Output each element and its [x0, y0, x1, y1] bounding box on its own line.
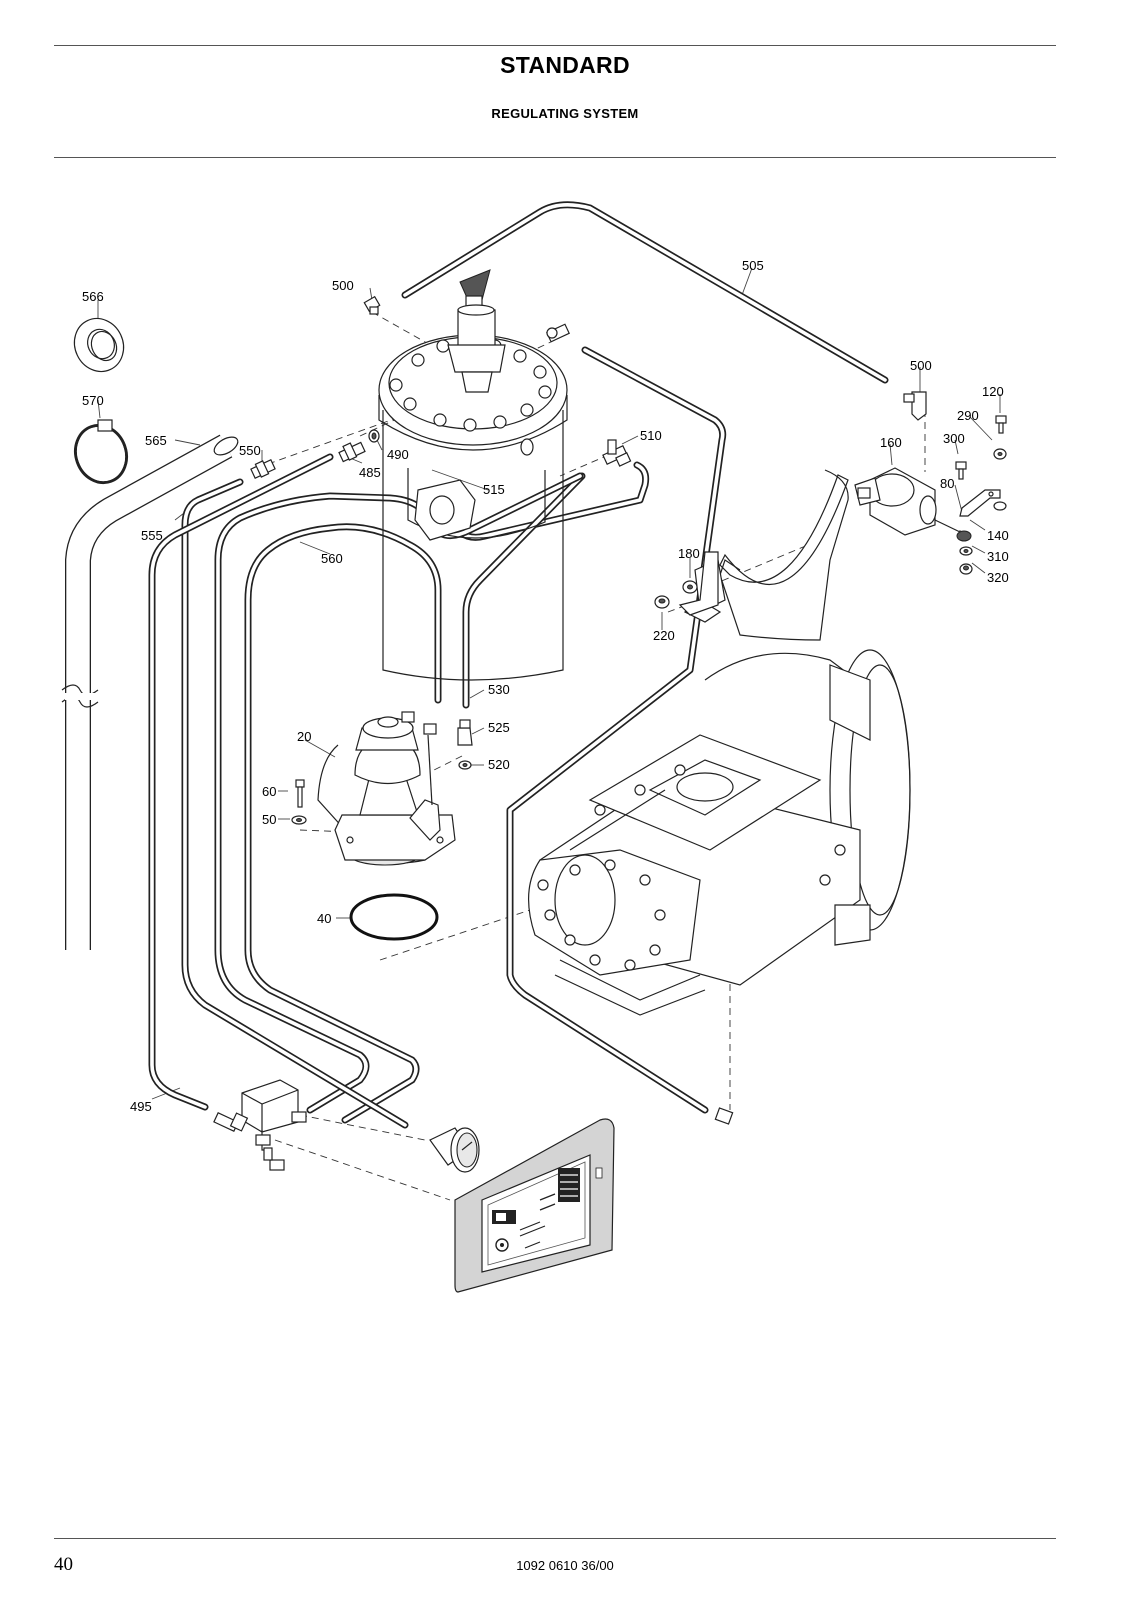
callout-300: 300: [943, 431, 965, 446]
callout-50: 50: [262, 812, 276, 827]
callout-310: 310: [987, 549, 1009, 564]
callout-320: 320: [987, 570, 1009, 585]
fitting-500-right: [903, 391, 927, 421]
pressure-gauge: [429, 1127, 480, 1173]
fittings-bottom: [255, 1134, 285, 1171]
valve-top: [447, 269, 506, 393]
washer-310: [959, 546, 973, 556]
page-title: STANDARD: [500, 52, 630, 78]
washer-50: [291, 815, 307, 825]
callout-120: 120: [982, 384, 1004, 399]
callout-550: 550: [239, 443, 261, 458]
control-panel: [454, 1118, 615, 1293]
callout-500-left: 500: [332, 278, 354, 293]
washer-490: [368, 429, 380, 443]
callout-560: 560: [321, 551, 343, 566]
nut-220: [654, 595, 670, 609]
callout-530: 530: [488, 682, 510, 697]
callout-510: 510: [640, 428, 662, 443]
regulator-160: [854, 467, 961, 536]
pressure-switch: [241, 1079, 307, 1151]
bracket-140: [959, 489, 1001, 517]
page-number: 40: [54, 1554, 73, 1575]
pipe-530: [462, 472, 586, 709]
hose-565: [61, 434, 239, 950]
fitting-495: [213, 1112, 249, 1132]
callout-495: 495: [130, 1099, 152, 1114]
fitting-elbow-top: [546, 323, 570, 343]
washer-290: [993, 448, 1007, 460]
nut-320: [959, 563, 973, 575]
callout-40: 40: [317, 911, 331, 926]
callout-525: 525: [488, 720, 510, 735]
washer-140: [993, 501, 1007, 511]
pipe-515: [506, 346, 727, 1114]
callout-220: 220: [653, 628, 675, 643]
callout-20: 20: [297, 729, 311, 744]
callout-505: 505: [742, 258, 764, 273]
fitting-485: [338, 441, 366, 463]
callout-160: 160: [880, 435, 902, 450]
callout-60: 60: [262, 784, 276, 799]
callout-labels: 566 570 565 555 550 500 505 500 120 290 …: [82, 258, 1009, 1114]
pipe-495: [148, 453, 334, 1111]
oring-40: [349, 893, 439, 941]
section-subtitle: REGULATING SYSTEM: [491, 106, 639, 121]
compressor-element: [527, 469, 911, 1016]
header-bottom-rule: [54, 157, 1056, 158]
screw-300: [955, 461, 967, 480]
callout-515: 515: [483, 482, 505, 497]
screw-120: [995, 415, 1007, 434]
callout-180: 180: [678, 546, 700, 561]
bracket-180: [678, 551, 719, 616]
callout-570: 570: [82, 393, 104, 408]
callout-490: 490: [387, 447, 409, 462]
unloader-valve-20: [317, 711, 456, 866]
tee-510: [602, 439, 632, 467]
callout-555: 555: [141, 528, 163, 543]
callout-565: 565: [145, 433, 167, 448]
callout-80: 80: [940, 476, 954, 491]
nut-80: [956, 530, 972, 542]
callout-140: 140: [987, 528, 1009, 543]
callout-485: 485: [359, 465, 381, 480]
callout-566: 566: [82, 289, 104, 304]
pipe-505: [401, 201, 889, 384]
ring-566: [73, 317, 125, 373]
fitting-550: [250, 459, 276, 479]
fitting-525: [457, 719, 473, 746]
screw-60: [295, 779, 305, 808]
callout-500-right: 500: [910, 358, 932, 373]
fitting-500-left: [363, 295, 381, 315]
callout-520: 520: [488, 757, 510, 772]
header-top-rule: [54, 45, 1056, 46]
clamp-570: [73, 419, 129, 485]
callout-290: 290: [957, 408, 979, 423]
pipe-560: [244, 523, 442, 1124]
washer-520: [458, 760, 472, 770]
document-number: 1092 0610 36/00: [516, 1558, 614, 1573]
fitting-pipe-end: [714, 1107, 734, 1125]
footer-rule: [54, 1538, 1056, 1539]
washer-180: [682, 580, 698, 594]
pipe-555: [181, 478, 409, 1129]
